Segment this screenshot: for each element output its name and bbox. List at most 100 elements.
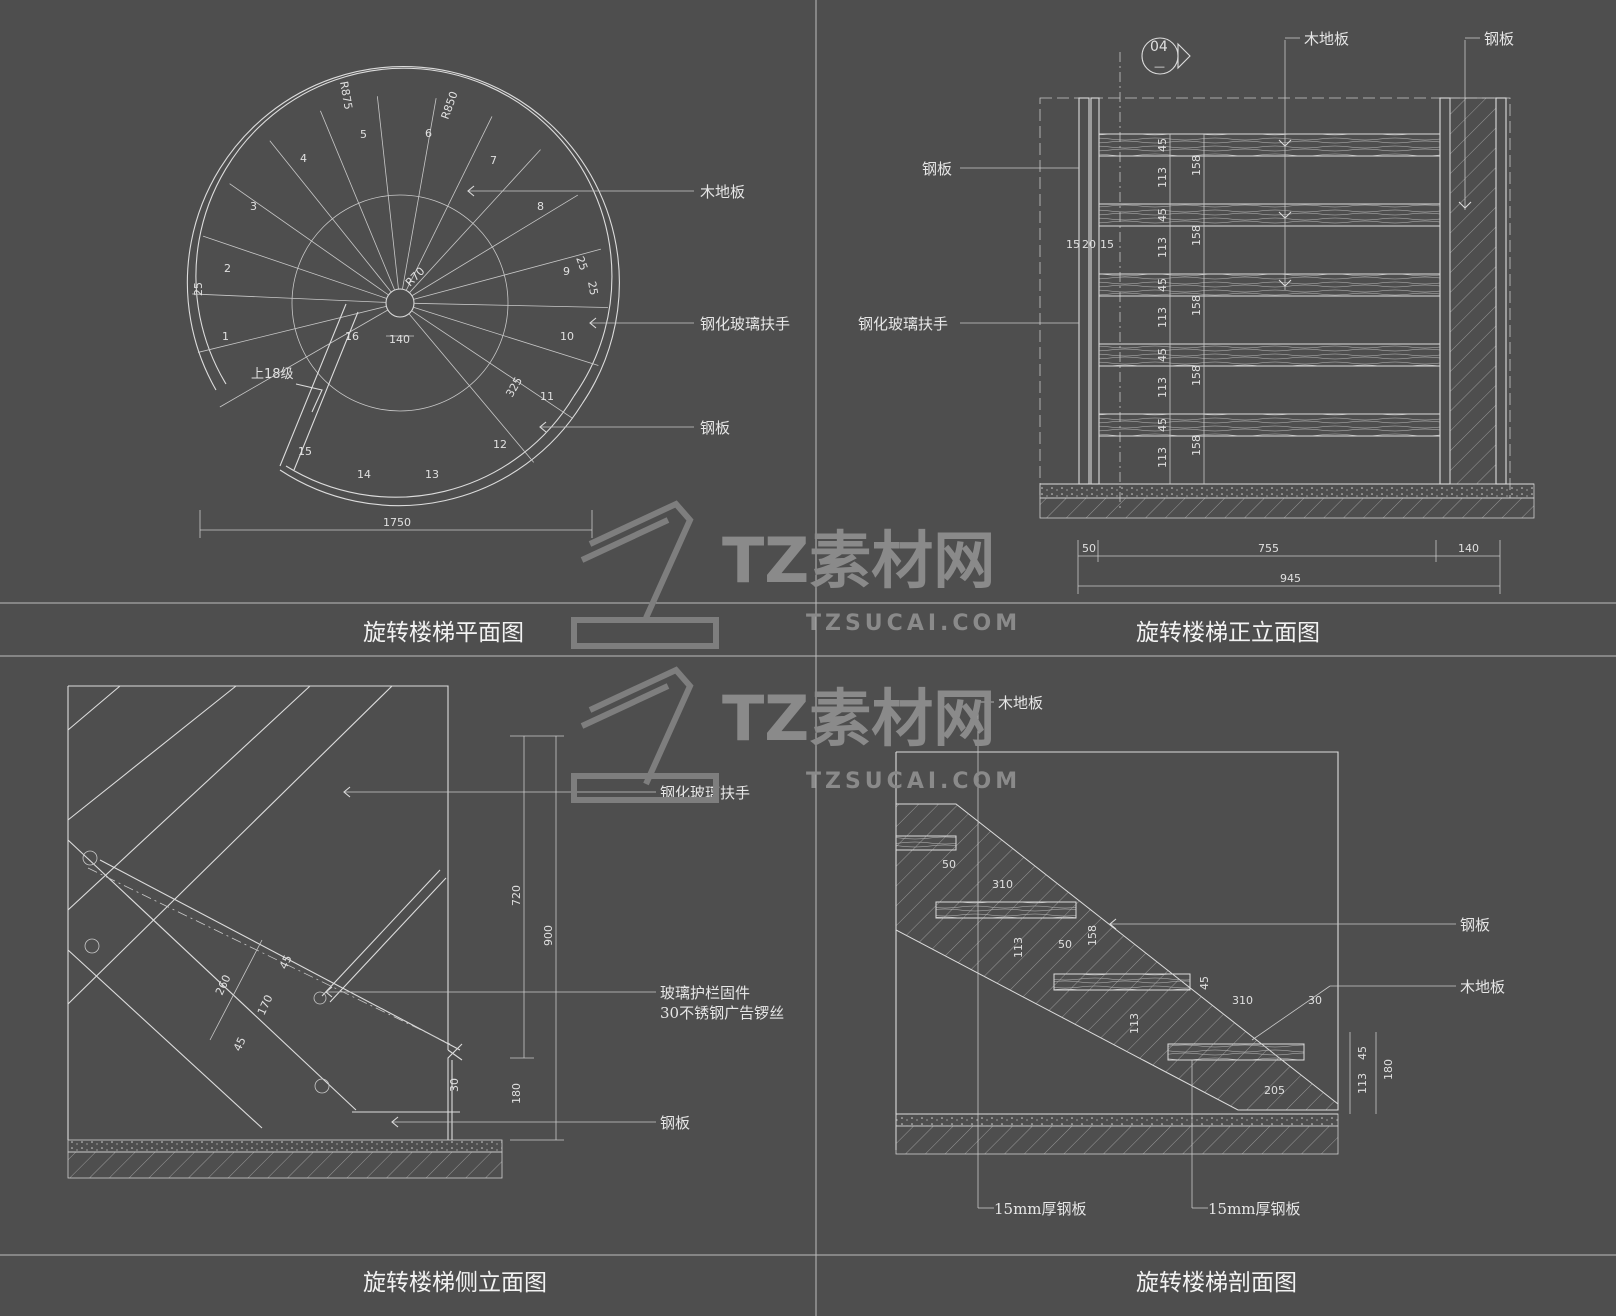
step-number: 7 (490, 154, 497, 167)
step-number: 1 (222, 330, 229, 343)
dimension-158: 158 (1190, 295, 1203, 316)
dimension-158: 158 (1190, 225, 1203, 246)
section-view-title: 旋转楼梯剖面图 (1136, 1270, 1297, 1296)
step-number: 8 (537, 200, 544, 213)
tread-line (409, 149, 541, 293)
label-stainless-screw: 30不锈钢广告锣丝 (660, 1004, 784, 1022)
dimension-113: 113 (1128, 1013, 1141, 1034)
label-wood-floor: 木地板 (1460, 978, 1505, 996)
dimension-50: 50 (1058, 938, 1072, 951)
dimension-310: 310 (992, 878, 1013, 891)
step-number-labels: 1 2 3 4 5 6 7 8 9 10 11 12 13 14 15 16 (222, 127, 574, 481)
plan-leaders: 木地板 钢化玻璃扶手 钢板 上18级 (251, 183, 790, 437)
tread-line (219, 309, 389, 408)
plan-view: 1 2 3 4 5 6 7 8 9 10 11 12 13 14 15 16 1… (186, 66, 790, 646)
dimension-113: 113 (1012, 937, 1025, 958)
step-number: 15 (298, 445, 312, 458)
watermark-url: TZSUCAI.COM (806, 769, 1021, 794)
step-number: 2 (224, 262, 231, 275)
label-steel-plate: 钢板 (700, 419, 730, 437)
wood-treads (1098, 133, 1441, 437)
tread-line (411, 310, 574, 419)
dimension-158: 158 (1086, 925, 1099, 946)
step-number: 3 (250, 200, 257, 213)
dimension-45: 45 (1156, 348, 1169, 362)
side-elevation-title: 旋转楼梯侧立面图 (363, 1270, 547, 1296)
step-number: 5 (360, 128, 367, 141)
step-number: 11 (540, 390, 554, 403)
dimension-50: 50 (942, 858, 956, 871)
label-wood-floor: 木地板 (700, 183, 745, 201)
dimension-15: 15 (1066, 238, 1080, 251)
tread-line (192, 293, 387, 303)
step-number: 10 (560, 330, 574, 343)
dimension-r850: R850 (439, 90, 461, 121)
front-elevation-title: 旋转楼梯正立面图 (1136, 620, 1320, 646)
watermark-url: TZSUCAI.COM (806, 611, 1021, 636)
tread-line (402, 98, 437, 290)
dimension-113: 113 (1356, 1073, 1369, 1094)
dimension-310: 310 (1232, 994, 1253, 1007)
step-number: 13 (425, 468, 439, 481)
watermark-brand: TZ素材网 (722, 682, 995, 755)
section-tag: 04 (1150, 39, 1168, 55)
watermark-lower: TZ素材网 TZSUCAI.COM (571, 666, 1021, 803)
label-15mm-steel: 15mm厚钢板 (1208, 1200, 1301, 1218)
dimension-45: 45 (231, 1035, 249, 1053)
step-number: 9 (563, 265, 570, 278)
dimension-30: 30 (1308, 994, 1322, 1007)
front-leaders: 木地板 钢板 钢板 钢化玻璃扶手 (858, 30, 1514, 333)
step-number: 16 (345, 330, 359, 343)
dimension-50: 50 (1082, 542, 1096, 555)
dimension-325: 325 (503, 375, 525, 400)
step-number: 6 (425, 127, 432, 140)
tread-line (411, 194, 579, 297)
tread-line (408, 313, 535, 463)
side-dims: 720 900 180 260 170 45 45 30 (209, 735, 564, 1141)
dimension-30: 30 (448, 1078, 461, 1092)
dimension-260: 260 (213, 973, 234, 998)
spiral-stair-plan (186, 66, 620, 507)
label-glass-handrail: 钢化玻璃扶手 (858, 315, 948, 333)
dimension-thk: 25 (585, 280, 600, 296)
dimension-45: 45 (277, 953, 295, 971)
label-up-steps: 上18级 (251, 367, 294, 382)
front-elevation: 45 113 158 45 113 158 45 113 158 45 113 … (858, 30, 1535, 646)
dimension-1750: 1750 (383, 516, 411, 529)
dimension-thk: 25 (573, 255, 590, 273)
front-vertical-dims: 45 113 158 45 113 158 45 113 158 45 113 … (1066, 134, 1205, 484)
dimension-140: 140 (389, 333, 410, 346)
side-leaders: 钢化玻璃扶手 玻璃护栏固件 30不锈钢广告锣丝 钢板 (325, 784, 784, 1132)
tread-line (413, 248, 602, 300)
dimension-45: 45 (1156, 138, 1169, 152)
label-wood-floor-top: 木地板 (998, 694, 1043, 712)
dimension-755: 755 (1258, 542, 1279, 555)
dimension-900: 900 (542, 925, 555, 946)
stair-tread-lines (192, 96, 608, 463)
side-elevation: 720 900 180 260 170 45 45 30 钢化玻璃扶手 玻璃护栏… (67, 685, 784, 1296)
label-steel-plate: 钢板 (1484, 30, 1514, 48)
dimension-113: 113 (1156, 447, 1169, 468)
label-glass-fixing: 玻璃护栏固件 (660, 984, 750, 1002)
dimension-205: 205 (1264, 1084, 1285, 1097)
front-bottom-dims: 50 755 140 945 (1077, 540, 1501, 594)
tread-line (405, 116, 493, 291)
dimension-15: 15 (1100, 238, 1114, 251)
section-treads (895, 835, 1305, 1061)
watermark-upper: TZ素材网 TZSUCAI.COM (571, 500, 1021, 649)
dimension-113: 113 (1156, 377, 1169, 398)
dimension-113: 113 (1156, 307, 1169, 328)
section-view: 50 310 113 50 158 45 310 30 113 205 45 1… (895, 694, 1505, 1296)
dimension-113: 113 (1156, 167, 1169, 188)
tread-line (229, 183, 389, 296)
label-glass-handrail: 钢化玻璃扶手 (700, 315, 790, 333)
tread-line (413, 302, 608, 308)
dimension-r70: R70 (403, 265, 427, 289)
plan-dimensions: 1750 140 R70 R875 R850 325 25 25 25 (192, 80, 600, 538)
section-tag-sub: — (1154, 60, 1165, 73)
dimension-45: 45 (1156, 418, 1169, 432)
dimension-thk: 25 (192, 282, 205, 296)
dimension-45: 45 (1356, 1046, 1369, 1060)
